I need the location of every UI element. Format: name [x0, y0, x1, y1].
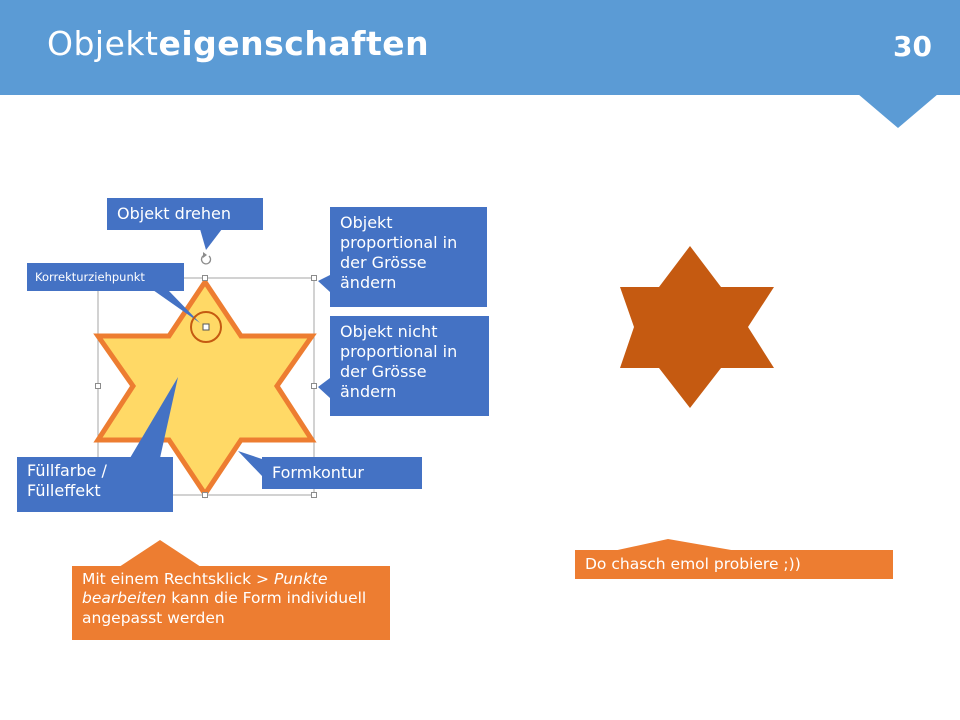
title-regular: Objekt: [47, 24, 159, 63]
pointer-nonproportional: [318, 378, 330, 398]
callout-fill: Füllfarbe / Fülleffekt: [17, 457, 173, 512]
pointer-rotate: [200, 229, 222, 250]
adjustment-handle-circle: [190, 311, 222, 343]
callout-outline: Formkontur: [262, 457, 422, 489]
resize-handle-bottom[interactable]: [202, 492, 208, 498]
resize-handle-top[interactable]: [202, 275, 208, 281]
resize-handle-right[interactable]: [311, 383, 317, 389]
pointer-outline: [238, 451, 262, 476]
pointer-fill: [130, 377, 178, 458]
slide-header: [0, 0, 960, 95]
callout-try-it: Do chasch emol probiere ;)): [575, 550, 893, 579]
resize-handle-left[interactable]: [95, 383, 101, 389]
slide-number: 30: [893, 30, 932, 63]
adjustment-handle[interactable]: [202, 323, 210, 331]
pointer-try: [613, 539, 737, 551]
pointer-korrektur: [153, 290, 200, 323]
pointer-tip: [119, 540, 201, 567]
rotate-icon[interactable]: [200, 252, 212, 265]
callout-rotate: Objekt drehen: [107, 198, 263, 230]
tip-text-2: kann die Form individuell angepasst werd…: [82, 589, 367, 627]
pointer-proportional: [318, 275, 330, 292]
star-shape-example[interactable]: [620, 246, 774, 408]
resize-handle-top-right[interactable]: [311, 275, 317, 281]
tip-text-italic: Punkte bearbeiten: [82, 570, 328, 608]
callout-edit-points-tip: Mit einem Rechtsklick > Punkte bearbeite…: [72, 566, 390, 640]
callout-resize-proportional: Objekt proportional in der Grösse ändern: [330, 207, 487, 307]
tip-text-1: Mit einem Rechtsklick >: [82, 570, 274, 588]
callout-adjustment-handle: Korrekturziehpunkt: [27, 263, 184, 291]
slide-title: Objekteigenschaften: [47, 24, 429, 63]
resize-handle-bottom-right[interactable]: [311, 492, 317, 498]
title-bold: eigenschaften: [158, 24, 430, 63]
callout-resize-nonproportional: Objekt nicht proportional in der Grösse …: [330, 316, 489, 416]
